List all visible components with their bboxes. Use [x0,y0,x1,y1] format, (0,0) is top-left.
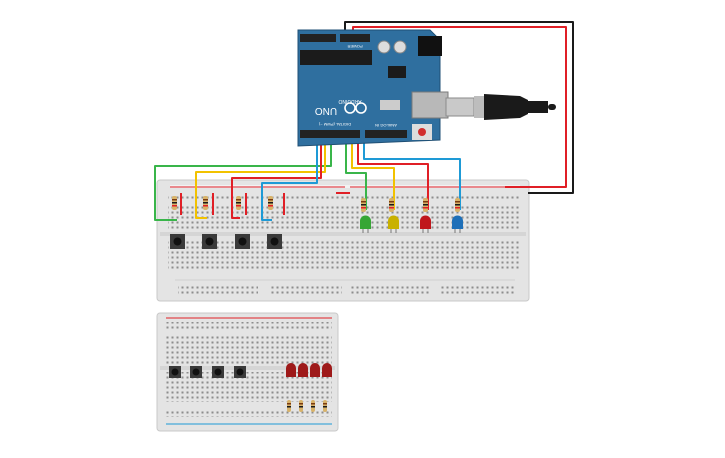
resistors-small[interactable] [287,400,327,412]
resistors-main[interactable] [172,196,460,212]
bottom-rail-holes-1 [178,284,258,294]
arduino-uno-board[interactable]: ARDUINO UNO DIGITAL (PWM ~) POWER ANALOG… [297,29,449,147]
resistor [389,198,394,212]
wire-blue-button4 [261,138,318,221]
buttons-main[interactable] [170,234,282,249]
led-red [310,363,320,377]
led-red [298,363,308,377]
resistor [423,198,428,212]
wire-blue-led4 [363,138,461,210]
leds-small[interactable] [286,363,332,377]
small-bottom-rail-holes [165,409,332,417]
header-analog [365,130,407,138]
wire-black-gnd [344,21,574,194]
arduino-logo-icon [344,102,367,114]
bottom-rail-holes-3 [350,284,430,294]
terminal-holes-top [168,205,520,230]
capacitor [377,40,391,54]
power-jack [418,36,442,56]
led-red [322,363,332,377]
resistor [287,400,291,412]
wire-red-5v [352,26,567,188]
led-blue [452,215,463,233]
resistor [268,196,273,210]
resistor [236,196,241,210]
bottom-rail-holes-2 [270,284,342,294]
resistor [203,196,208,210]
led-green [360,215,371,233]
push-button [202,234,217,249]
bottom-rail-holes-4 [440,284,515,294]
analog-label: ANALOG IN [375,123,397,128]
board-model: UNO [315,105,337,116]
header-digital [300,130,360,138]
resistor [323,400,327,412]
usb-port [411,91,449,119]
resistor [172,196,177,210]
led-red [286,363,296,377]
main-breadboard[interactable] [156,179,530,302]
resistor [299,400,303,412]
wire-yellow-button2 [195,138,326,219]
push-button [212,366,224,378]
wires [154,21,574,221]
resistor [311,400,315,412]
small-top-rail-holes [165,322,332,330]
push-button [267,234,282,249]
small-breadboard[interactable] [156,312,339,432]
top-rail-holes [168,196,520,199]
push-button [235,234,250,249]
push-button [190,366,202,378]
header-top-left [300,34,336,42]
push-button [169,366,181,378]
leds-main[interactable] [360,215,463,234]
power-label: POWER [347,44,362,49]
wire-red-led3 [357,138,429,210]
wire-green-button1 [154,138,332,221]
usb-cable[interactable] [445,94,556,120]
atmega-chip [300,50,372,65]
resistor [455,198,460,212]
digital-label: DIGITAL (PWM ~) [318,122,351,127]
wire-red-button3 [231,138,322,219]
board-brand: ARDUINO [338,98,361,104]
small-terminal-holes-top [165,334,332,364]
resistor [361,198,366,212]
header-power [340,34,370,42]
jumper-wires [180,186,528,215]
capacitor [393,40,407,54]
push-button [234,366,246,378]
push-button [170,234,185,249]
terminal-holes-bottom [168,240,520,270]
wire-green-led1 [345,138,367,210]
wire-yellow-led2 [351,138,395,210]
led-red [420,215,431,233]
led-yellow [388,215,399,233]
buttons-small[interactable] [169,366,246,378]
